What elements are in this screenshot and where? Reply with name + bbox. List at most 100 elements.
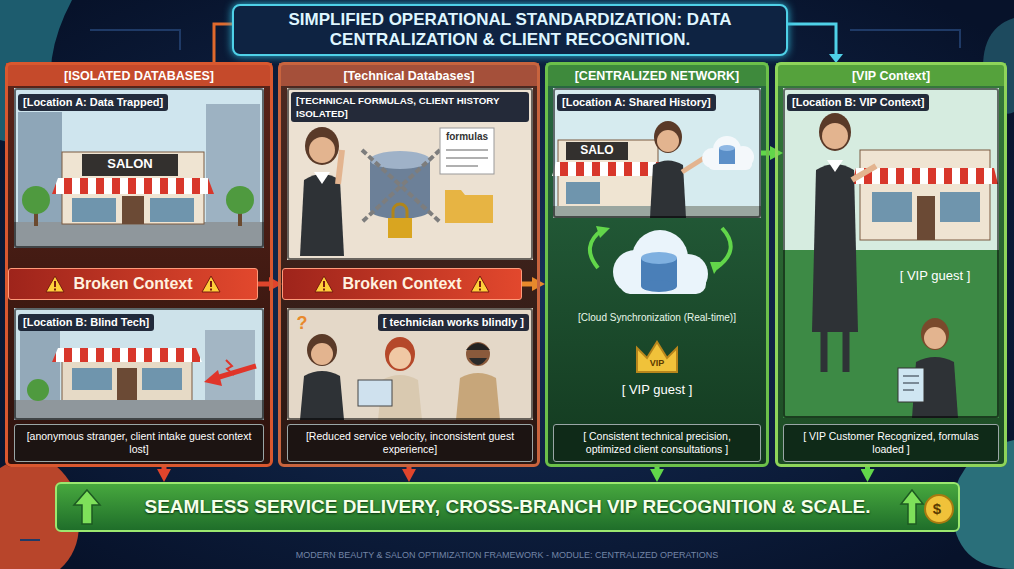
connector-arrow: [865, 467, 870, 472]
panel-fill: [775, 62, 1007, 467]
label-text: VIP: [637, 358, 677, 369]
sky: [14, 308, 264, 420]
body: [300, 174, 344, 256]
body: [650, 161, 686, 219]
panel-fill: [5, 62, 273, 467]
panel-heading: [VIP Context]: [778, 65, 1004, 86]
label-text: ?: [294, 313, 310, 335]
warning-triangle: [46, 276, 64, 292]
door: [117, 368, 137, 402]
connector-arrow: [655, 467, 660, 472]
caption-box: [Reduced service velocity, inconsistent …: [287, 424, 533, 462]
awning: [52, 348, 202, 362]
scene-tag: [Location A: Data Trapped]: [18, 94, 168, 111]
warning-icon: [314, 275, 334, 293]
sign: [82, 154, 178, 176]
body: [456, 373, 500, 420]
warning-mark: [479, 289, 481, 291]
panel-header: [776, 63, 1006, 86]
hair: [819, 113, 851, 151]
lock: [388, 218, 412, 238]
head: [657, 130, 679, 152]
panel-header: [279, 63, 539, 86]
window: [566, 182, 600, 204]
warning-mark: [54, 289, 56, 291]
window: [72, 368, 112, 390]
stage-panel: [ISOLATED DATABASES] [Location A: Data Tr…: [5, 62, 273, 467]
arm: [852, 166, 876, 180]
panel-fill: [545, 62, 769, 467]
sky: [553, 88, 761, 218]
tablet-lines: [903, 376, 919, 390]
building: [205, 330, 255, 400]
arm: [338, 150, 342, 184]
scene-tag: [Location B: VIP Context]: [787, 94, 929, 111]
scene-box: [Location B: Blind Tech]: [14, 308, 264, 420]
scene-tag: [ technician works blindly ]: [378, 314, 529, 331]
up-arrow: [901, 490, 923, 524]
label-text: $: [927, 500, 947, 518]
head: [389, 347, 411, 369]
warning-text: Broken Context: [342, 275, 461, 293]
door: [917, 196, 935, 240]
scene-tag: [Location A: Shared History]: [557, 94, 716, 111]
window: [72, 198, 116, 222]
diagram-title: SIMPLIFIED OPERATIONAL STANDARDIZATION: …: [232, 4, 788, 56]
head: [924, 327, 946, 349]
scene-box: [TECHNICAL FORMULAS, CLIENT HISTORY ISOL…: [287, 88, 533, 260]
connector-arrow: [522, 282, 535, 287]
caption-text: [ Consistent technical precision, optimi…: [560, 430, 754, 456]
building: [18, 112, 62, 222]
document: [440, 128, 494, 174]
database: [641, 252, 677, 264]
warning-text: Broken Context: [73, 275, 192, 293]
arm: [682, 158, 704, 172]
stage-panel: [CENTRALIZED NETWORK][Location A: Shared…: [545, 62, 769, 467]
coin: [925, 495, 953, 523]
body: [812, 164, 858, 332]
panel-header: [546, 63, 768, 86]
door: [122, 196, 144, 224]
stage-panel: [Technical Databases][TECHNICAL FORMULAS…: [278, 62, 540, 467]
connector-arrow: [162, 467, 167, 472]
folder: [445, 190, 493, 223]
sky: [14, 88, 264, 248]
tree: [226, 186, 254, 214]
red-arrow-head: [204, 370, 222, 386]
sync-arrow-head: [596, 226, 610, 238]
title-line: [788, 24, 836, 56]
label-text: [ VIP guest ]: [553, 382, 761, 398]
window: [872, 192, 912, 222]
warning-band: Broken Context: [282, 268, 522, 300]
label-text: SALO: [566, 143, 628, 157]
building: [206, 104, 260, 222]
beard: [469, 358, 487, 365]
hair: [307, 334, 337, 366]
document-lines: [446, 150, 488, 166]
sync-arrow-head: [710, 262, 722, 274]
tree: [27, 379, 49, 401]
warning-mark: [323, 281, 325, 287]
hair: [921, 318, 949, 350]
window: [940, 192, 980, 222]
panel-header: [6, 63, 272, 86]
scene-tag: [Location B: Blind Tech]: [18, 314, 154, 331]
warning-triangle: [315, 276, 333, 292]
caption-box: [ VIP Customer Recognized, formulas load…: [783, 424, 999, 462]
head: [311, 343, 333, 365]
head: [309, 137, 335, 163]
result-banner: SEAMLESS SERVICE DELIVERY, CROSS-BRANCH …: [55, 482, 960, 532]
caption-box: [ Consistent technical precision, optimi…: [553, 424, 761, 462]
warning-mark: [210, 289, 212, 291]
awning: [552, 162, 664, 176]
label-text: MODERN BEAUTY & SALON OPTIMIZATION FRAME…: [0, 550, 1014, 561]
window: [142, 368, 182, 390]
scene-box: [Location B: VIP Context]: [783, 88, 999, 418]
warning-icon: [470, 275, 490, 293]
panel-heading: [Technical Databases]: [281, 65, 537, 86]
crown: [637, 342, 677, 372]
head: [466, 342, 490, 366]
panel-heading: [ISOLATED DATABASES]: [8, 65, 270, 86]
